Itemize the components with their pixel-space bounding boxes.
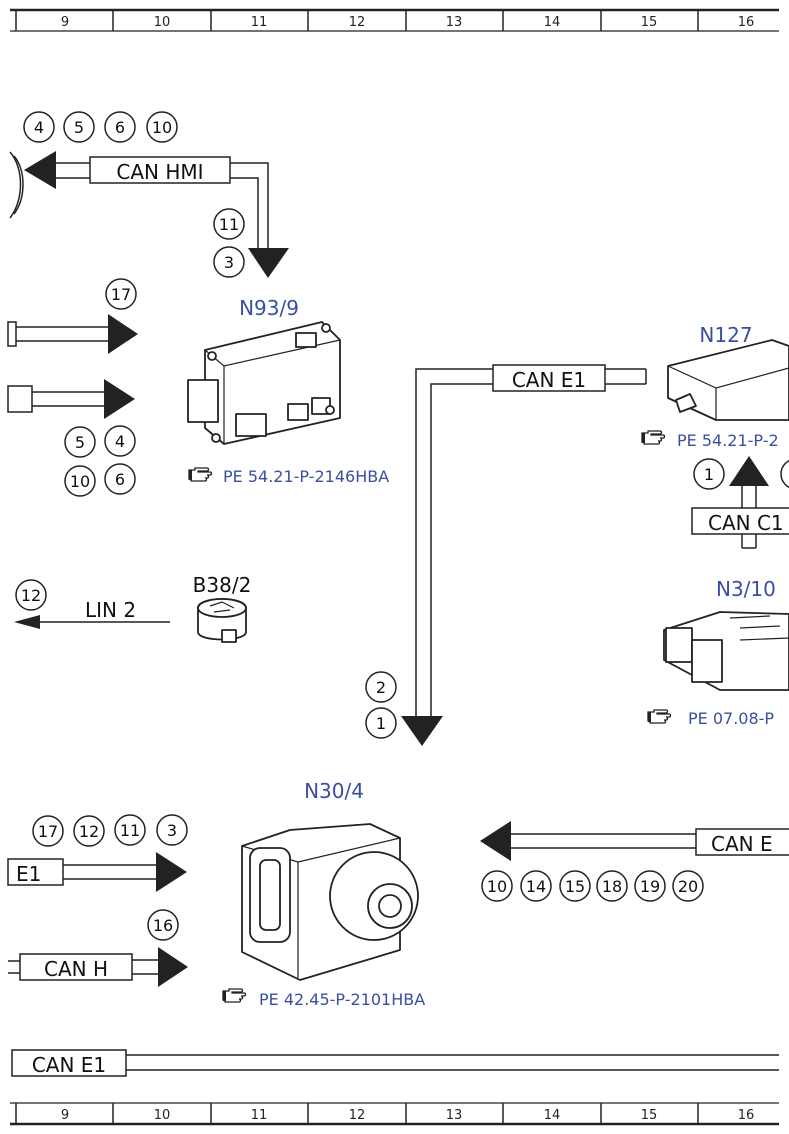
can-e1-bottom-label: CAN E1 xyxy=(32,1053,106,1077)
circled-number: 5 xyxy=(75,433,85,452)
component-b38-2[interactable]: B38/2 xyxy=(193,573,252,643)
left-arrow-second: 5 4 10 6 xyxy=(7,379,136,497)
circled-number: 10 xyxy=(152,118,172,137)
circled-number: 18 xyxy=(602,877,622,896)
grid-col-16-bottom: 16 xyxy=(738,1108,755,1123)
can-c1-bus: 1 CAN C1 xyxy=(691,456,789,549)
arrow-head-icon xyxy=(104,379,135,419)
circled-number: 17 xyxy=(38,822,58,841)
can-e1-bottom-bus: CAN E1 xyxy=(11,1049,779,1077)
grid-col-11-bottom: 11 xyxy=(251,1108,268,1123)
grid-col-10: 10 xyxy=(154,15,171,30)
circled-number-clipped xyxy=(780,459,789,489)
circled-number: 17 xyxy=(111,285,131,304)
arrow-head-icon xyxy=(158,947,188,987)
can-h-label: CAN H xyxy=(44,957,108,981)
grid-col-14: 14 xyxy=(544,15,561,30)
component-label: N93/9 xyxy=(239,296,299,320)
grid-col-9-bottom: 9 xyxy=(61,1108,69,1123)
grid-col-10-bottom: 10 xyxy=(154,1108,171,1123)
circled-number: 10 xyxy=(70,472,90,491)
can-e-right-label: CAN E xyxy=(711,832,773,856)
can-e1-mid-bus: CAN E1 2 1 xyxy=(365,364,647,746)
can-h-bus: 16 CAN H xyxy=(8,909,188,987)
circled-number: 6 xyxy=(115,470,125,489)
reference-n30[interactable]: PE 42.45-P-2101HBA xyxy=(259,990,425,1009)
component-label: B38/2 xyxy=(193,573,252,597)
circled-number: 15 xyxy=(565,877,585,896)
circled-number: 16 xyxy=(153,916,173,935)
e1-left-bus: E1 xyxy=(7,852,187,892)
arrow-head-icon xyxy=(480,821,511,861)
n30-left-circled-row: 17 12 11 3 xyxy=(32,814,188,847)
can-hmi-label: CAN HMI xyxy=(116,160,203,184)
circled-number: 6 xyxy=(115,118,125,137)
offscreen-component-edge xyxy=(9,151,22,219)
circled-number: 10 xyxy=(487,877,507,896)
grid-col-13: 13 xyxy=(446,15,463,30)
grid-col-12: 12 xyxy=(349,15,366,30)
grid-col-12-bottom: 12 xyxy=(349,1108,366,1123)
lin2-bus: 12 LIN 2 xyxy=(14,579,170,629)
circled-number: 3 xyxy=(167,821,177,840)
bottom-grid-bar: 9 10 11 12 13 14 15 16 xyxy=(10,1102,779,1126)
reference-n93[interactable]: PE 54.21-P-2146HBA xyxy=(223,467,389,486)
component-label: N30/4 xyxy=(304,779,364,803)
grid-col-15: 15 xyxy=(641,15,658,30)
can-e1-mid-label: CAN E1 xyxy=(512,368,586,392)
arrow-head-icon xyxy=(24,151,56,189)
lin2-label: LIN 2 xyxy=(85,598,136,622)
arrow-head-icon xyxy=(156,852,187,892)
top-circled-row: 4 5 6 10 xyxy=(23,111,178,143)
hmi-circled-stack: 11 3 xyxy=(213,208,245,278)
circled-number: 11 xyxy=(219,215,239,234)
component-label: N127 xyxy=(699,323,752,347)
grid-col-13-bottom: 13 xyxy=(446,1108,463,1123)
reference-n127[interactable]: PE 54.21-P-2 xyxy=(677,431,779,450)
arrow-head-icon xyxy=(729,456,769,486)
grid-col-11: 11 xyxy=(251,15,268,30)
component-n3-10[interactable]: N3/10 PE 07.08-P xyxy=(647,577,789,728)
arrow-head-icon xyxy=(401,716,443,746)
grid-col-16: 16 xyxy=(738,15,755,30)
circled-number: 20 xyxy=(678,877,698,896)
offscreen-component-edge-inner xyxy=(13,155,24,215)
circled-number: 2 xyxy=(376,678,386,697)
component-n30-4[interactable]: N30/4 PE 42.45-P-2101HBA xyxy=(222,779,425,1009)
arrow-head-icon xyxy=(14,615,40,629)
circled-number: 1 xyxy=(376,714,386,733)
can-e-circled-row: 10 14 15 18 19 20 xyxy=(481,870,704,902)
can-c1-label: CAN C1 xyxy=(708,511,784,535)
circled-number: 5 xyxy=(74,118,84,137)
arrow-head-icon xyxy=(248,248,289,278)
reference-n3[interactable]: PE 07.08-P xyxy=(688,709,774,728)
can-hmi-bus: CAN HMI xyxy=(24,151,289,278)
left-arrow-17: 17 xyxy=(7,278,138,354)
grid-col-15-bottom: 15 xyxy=(641,1108,658,1123)
component-n127[interactable]: N127 PE 54.21-P-2 xyxy=(641,323,789,450)
circled-number: 12 xyxy=(21,586,41,605)
circled-number: 12 xyxy=(79,822,99,841)
grid-col-9: 9 xyxy=(61,15,69,30)
circled-number: 3 xyxy=(224,253,234,272)
circled-number: 14 xyxy=(526,877,546,896)
component-label: N3/10 xyxy=(716,577,776,601)
arrow-head-icon xyxy=(108,314,138,354)
circled-number: 11 xyxy=(120,821,140,840)
grid-col-14-bottom: 14 xyxy=(544,1108,561,1123)
circled-number: 4 xyxy=(34,118,44,137)
e1-left-label: E1 xyxy=(16,862,41,886)
can-e-right-bus: CAN E xyxy=(480,821,789,861)
top-grid-bar: 9 10 11 12 13 14 15 16 xyxy=(10,8,779,32)
component-n93-9[interactable]: N93/9 PE 54.21-P-2146HBA xyxy=(187,296,389,486)
circled-number: 19 xyxy=(640,877,660,896)
circled-number: 1 xyxy=(704,465,714,484)
circled-number: 4 xyxy=(115,432,125,451)
